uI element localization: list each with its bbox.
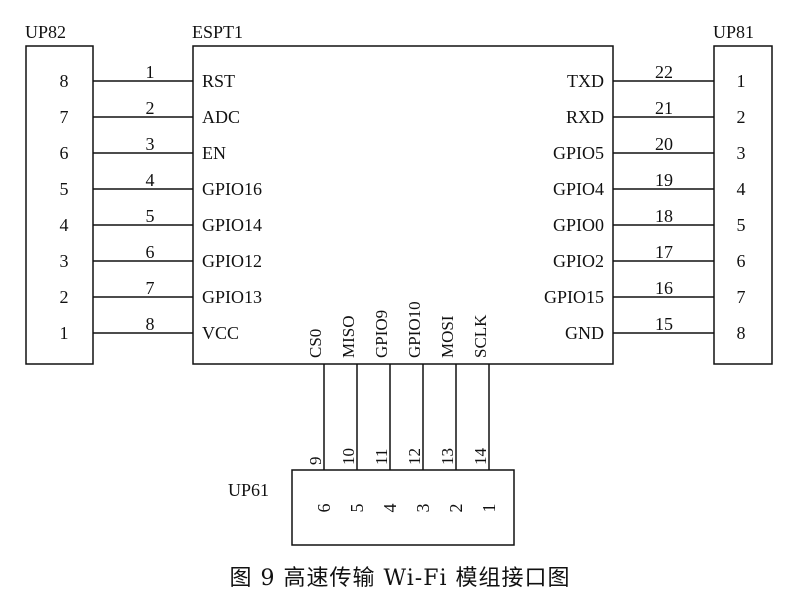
left-pin-number: 7 — [146, 278, 155, 298]
left-pin-label: VCC — [202, 323, 239, 343]
right-header-pin: 8 — [737, 323, 746, 343]
left-pin-label: GPIO13 — [202, 287, 262, 307]
left-header-pin: 2 — [60, 287, 69, 307]
right-pin-number: 18 — [655, 206, 673, 226]
bottom-pin-label: MOSI — [438, 315, 457, 358]
left-pin-label: ADC — [202, 107, 240, 127]
right-pin-label: TXD — [567, 71, 604, 91]
left-header-pin: 4 — [60, 215, 69, 235]
main-chip-box — [192, 45, 614, 365]
left-header-pin: 3 — [60, 251, 69, 271]
left-pin-number: 4 — [146, 170, 155, 190]
bottom-pin-number: 11 — [372, 449, 391, 465]
figure-caption: 图 9 高速传输 Wi-Fi 模组接口图 — [229, 566, 571, 591]
left-header-pin: 7 — [60, 107, 69, 127]
left-pin-number: 1 — [146, 62, 155, 82]
right-header-box — [713, 45, 773, 365]
left-pin-number: 5 — [146, 206, 155, 226]
right-pin-label: GPIO2 — [553, 251, 604, 271]
right-header-pin: 4 — [737, 179, 746, 199]
left-header-pin: 6 — [60, 143, 69, 163]
left-pin-number: 6 — [146, 242, 155, 262]
right-pin-number: 16 — [655, 278, 673, 298]
right-header-pin: 2 — [737, 107, 746, 127]
bottom-header-pin: 3 — [413, 504, 433, 513]
wires-group — [93, 80, 714, 470]
bottom-header-pin: 4 — [380, 504, 400, 513]
bottom-header-name: UP61 — [228, 480, 269, 500]
bottom-pin-label: SCLK — [471, 314, 490, 358]
left-header-pin: 1 — [60, 323, 69, 343]
right-header-pin: 5 — [737, 215, 746, 235]
main-chip-name: ESPT1 — [192, 22, 243, 42]
left-header-pin: 8 — [60, 71, 69, 91]
bottom-header-pin: 6 — [314, 504, 334, 513]
right-pin-label: RXD — [566, 107, 604, 127]
right-pin-label: GPIO4 — [553, 179, 604, 199]
right-header-pin: 1 — [737, 71, 746, 91]
bottom-header-pin: 1 — [479, 504, 499, 513]
right-header-pin: 7 — [737, 287, 746, 307]
bottom-pin-number: 9 — [306, 457, 325, 466]
left-pin-label: GPIO14 — [202, 215, 262, 235]
left-header-name: UP82 — [25, 22, 66, 42]
bottom-pin-number: 13 — [438, 448, 457, 465]
bottom-pin-label: CS0 — [306, 329, 325, 358]
bottom-header-pin: 2 — [446, 504, 466, 513]
right-pin-number: 19 — [655, 170, 673, 190]
left-pin-label: GPIO12 — [202, 251, 262, 271]
left-pin-label: EN — [202, 143, 226, 163]
left-pin-number: 8 — [146, 314, 155, 334]
left-pin-label: GPIO16 — [202, 179, 262, 199]
right-pin-number: 17 — [655, 242, 673, 262]
bottom-pin-number: 10 — [339, 448, 358, 465]
right-header-pin: 3 — [737, 143, 746, 163]
left-pin-label: RST — [202, 71, 235, 91]
bottom-pin-label: MISO — [339, 315, 358, 358]
left-header-pin: 5 — [60, 179, 69, 199]
bottom-pin-number: 12 — [405, 448, 424, 465]
right-pin-label: GPIO15 — [544, 287, 604, 307]
right-header-pin: 6 — [737, 251, 746, 271]
left-pin-number: 2 — [146, 98, 155, 118]
bottom-pin-label: GPIO10 — [405, 301, 424, 358]
left-header-box — [25, 45, 94, 365]
bottom-header-box — [291, 469, 515, 546]
right-pin-number: 22 — [655, 62, 673, 82]
right-pin-number: 20 — [655, 134, 673, 154]
right-pin-label: GPIO0 — [553, 215, 604, 235]
bottom-pin-label: GPIO9 — [372, 310, 391, 358]
bottom-pin-number: 14 — [471, 448, 490, 466]
right-pin-number: 21 — [655, 98, 673, 118]
right-header-name: UP81 — [713, 22, 754, 42]
right-pin-label: GND — [565, 323, 604, 343]
right-pin-label: GPIO5 — [553, 143, 604, 163]
left-pin-number: 3 — [146, 134, 155, 154]
bottom-header-pin: 5 — [347, 504, 367, 513]
right-pin-number: 15 — [655, 314, 673, 334]
